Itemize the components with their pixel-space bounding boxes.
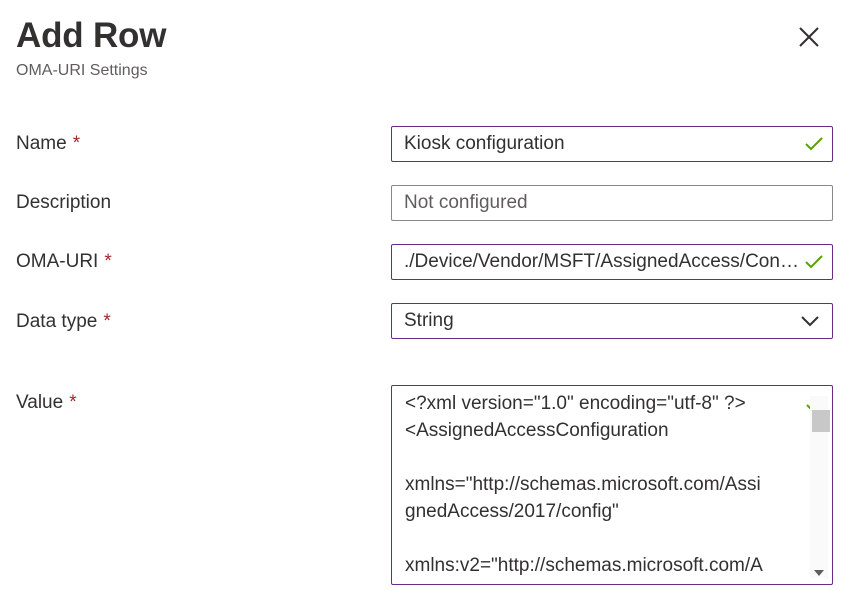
value-line: xmlns:v2="http://schemas.microsoft.com/A xyxy=(405,555,763,576)
chevron-down-icon xyxy=(801,316,819,327)
page-title: Add Row xyxy=(16,16,167,55)
data-type-selected: String xyxy=(404,310,454,331)
value-scrollbar[interactable] xyxy=(810,396,830,578)
close-icon xyxy=(799,27,819,47)
value-label-text: Value xyxy=(16,392,64,413)
value-line: gnedAccess/2017/config" xyxy=(405,501,619,522)
oma-uri-label-text: OMA-URI xyxy=(16,251,99,272)
checkmark-icon xyxy=(805,137,823,151)
value-line xyxy=(405,525,767,552)
scrollbar-thumb[interactable] xyxy=(812,410,830,432)
description-label-text: Description xyxy=(16,192,112,213)
scroll-down-arrow-icon[interactable] xyxy=(814,570,824,576)
required-marker: * xyxy=(104,251,112,272)
value-line: <?xml version="1.0" encoding="utf-8" ?> xyxy=(405,393,746,414)
name-label-text: Name xyxy=(16,133,67,154)
value-line: xmlns="http://schemas.microsoft.com/Assi xyxy=(405,474,761,495)
value-label: Value* xyxy=(16,390,77,416)
data-type-label: Data type* xyxy=(16,309,111,335)
value-textarea[interactable]: <?xml version="1.0" encoding="utf-8" ?> … xyxy=(391,385,833,585)
oma-uri-input-value: ./Device/Vendor/MSFT/AssignedAccess/Conf… xyxy=(404,251,802,272)
close-button[interactable] xyxy=(792,20,826,54)
name-label: Name* xyxy=(16,131,80,157)
oma-uri-input[interactable]: ./Device/Vendor/MSFT/AssignedAccess/Conf… xyxy=(391,244,833,280)
description-placeholder: Not configured xyxy=(404,192,528,213)
data-type-dropdown[interactable]: String xyxy=(391,303,833,339)
oma-uri-label: OMA-URI* xyxy=(16,249,112,275)
name-input-value: Kiosk configuration xyxy=(404,133,565,154)
page-subtitle: OMA-URI Settings xyxy=(16,62,148,79)
description-input[interactable]: Not configured xyxy=(391,185,833,221)
required-marker: * xyxy=(103,311,111,332)
description-label: Description xyxy=(16,190,111,216)
name-input[interactable]: Kiosk configuration xyxy=(391,126,833,162)
value-textarea-content: <?xml version="1.0" encoding="utf-8" ?> … xyxy=(405,390,767,579)
required-marker: * xyxy=(72,133,81,154)
required-marker: * xyxy=(69,392,77,413)
value-line: <AssignedAccessConfiguration xyxy=(405,420,669,441)
checkmark-icon xyxy=(805,255,823,269)
value-line xyxy=(405,444,767,471)
data-type-label-text: Data type xyxy=(16,311,98,332)
